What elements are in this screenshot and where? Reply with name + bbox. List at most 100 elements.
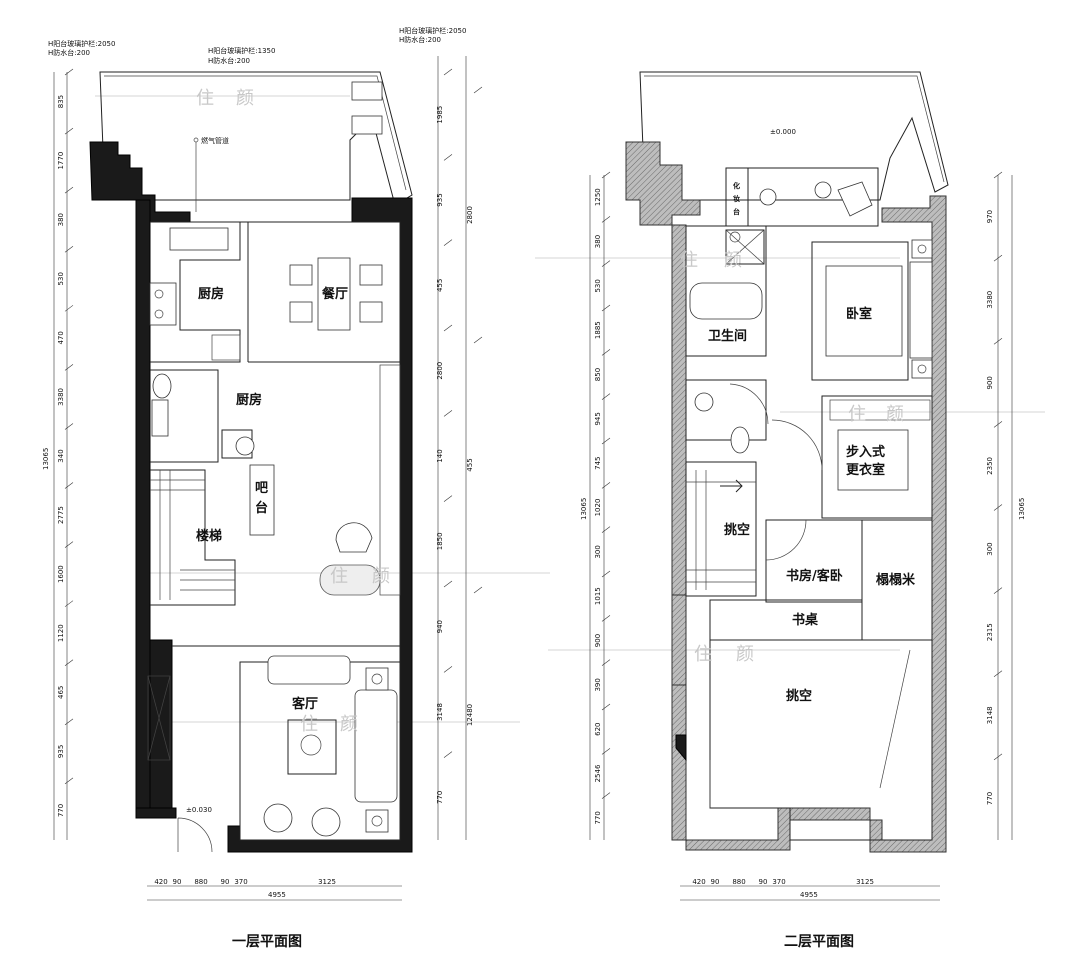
floor1-elevation-mark: ±0.030 [186,806,212,814]
floor2-walk-in-closet [821,395,933,519]
floor2-right-dim-tick-7 [993,753,1003,761]
floor2-right-dim-tick-0 [993,171,1003,179]
floor1-left-dim-5: 3380 [57,388,65,406]
floor2-left-dim-tick-8 [601,526,611,533]
watermark-char-5: 住 [300,714,318,735]
floor1-bottom-dim-0: 420 [154,878,167,886]
floor1-caption: 一层平面图 [232,934,302,950]
floor2-left-dim-tick-5 [601,393,611,400]
floor1-toilet [152,373,172,399]
floor1-bottom-dim-2: 880 [194,878,207,886]
floor1-left-dim-tick-12 [64,777,74,785]
floor2-left-dim-14: 770 [594,811,602,824]
floor2-closet-island [837,429,909,491]
floor2-right-dim-4: 300 [986,542,994,555]
floor2-right-dim-tick-4 [993,504,1003,511]
watermark-char-6: 颜 [340,714,358,735]
floor2-left-dim-0: 1250 [594,188,602,206]
floor2-right-dim-tick-3 [993,421,1003,428]
floor1-right-dim-tick-4 [443,410,453,417]
floor1-round-chair-2 [311,807,341,837]
watermark-char-2: 颜 [236,88,254,109]
floor2-left-dim-tick-1 [601,216,611,223]
floor1-right-dim-5: 1850 [436,532,444,550]
floor1-balcony-washer [351,81,383,101]
floor1-room-living: 客厅 [292,696,318,712]
floor2-room-vanity-2: 妆 [733,194,740,203]
floor1-right-outer-dim-2: 12480 [466,704,474,726]
watermark: 住 颜 住 颜 住 颜 住 颜 住 颜 住 颜 [196,88,904,735]
floor1-left-dim-tick-9 [64,600,74,607]
floor2-left-dim-tick-11 [601,659,611,666]
floor1-left-dim-7: 2775 [57,506,65,524]
floor2-bed [825,265,903,357]
floor2-column [675,734,687,762]
floor1-right-dim-2: 455 [436,279,444,292]
floor1-right-dim-tick-7 [443,666,453,673]
floor2-bottom-dim-0: 420 [692,878,705,886]
floor1-left-dim-tick-2 [64,186,74,194]
watermark-char-10: 颜 [886,404,904,425]
floor1-note-balcony-rail-left: H阳台玻璃护栏:2050 [48,39,115,48]
floor2-bottom-dim-2: 880 [732,878,745,886]
floor1-left-dim-4: 470 [57,331,65,344]
floor2-balcony-outline [639,71,949,201]
floor2-right-dim-tick-5 [993,587,1003,594]
floor1-entrance-door [177,817,213,853]
floor2-right-dim-tick-1 [993,254,1003,262]
floor1-bottom-dim-1: 90 [173,878,182,886]
floor2-right-dim-3: 2350 [986,457,994,475]
floor1-dimensions: 8351770380530470338034027751600112046593… [42,56,483,901]
floor1-left-dim-9: 1120 [57,624,65,642]
floor1-left-dim-tick-5 [64,364,74,371]
floor1-room-dining: 餐厅 [321,286,348,302]
floor1-right-dim-1: 935 [436,193,444,206]
floor1-stair-treads [150,470,235,600]
floor1-wall-cabinet [379,364,401,596]
floor1-total-bottom-dimension: 4955 [268,891,286,899]
floor2-left-dim-6: 745 [594,456,602,469]
floor2-left-dim-2: 530 [594,279,602,292]
floor1-armchair [335,522,373,553]
floor2-right-dim-5: 2315 [986,623,994,641]
floor1-left-dim-8: 1600 [57,565,65,583]
floor2-right-dim-0: 970 [986,210,994,223]
floor1-note-waterproof-left: H防水台:200 [48,48,90,57]
floor1-left-dim-tick-11 [64,718,74,726]
floor1-left-dim-11: 935 [57,745,65,758]
floor2-toilet [730,426,750,454]
floor2-left-dim-tick-9 [601,570,611,578]
floor1-room-bar-1: 吧 [255,481,268,496]
floor2-left-dim-3: 1885 [594,321,602,339]
floor2-desk [709,599,863,641]
floor2-bedroom-wardrobe [909,261,933,359]
watermark-char-7: 住 [680,250,698,271]
floor1-right-dim-tick-6 [443,580,453,588]
floor2-left-dim-4: 850 [594,368,602,381]
floor1-left-dim-tick-1 [64,127,74,135]
floor2-room-void-top: 挑空 [724,522,750,538]
floor2-right-dim-tick-2 [993,338,1003,345]
floor1-note-balcony-rail-right: H阳台玻璃护栏:2050 [399,26,466,35]
floor2-plan [625,71,949,853]
floor2-room-vanity-1: 化 [733,181,740,190]
floor2-left-dim-1: 380 [594,235,602,248]
floor1-left-dimension-labels: 8351770380530470338034027751600112046593… [57,68,74,817]
floor1-left-dim-0: 835 [57,95,65,108]
floor2-left-dim-12: 620 [594,722,602,735]
floor1-bottom-dim-3: 90 [221,878,230,886]
floor2-right-dim-7: 770 [986,792,994,805]
floor1-left-dim-tick-7 [64,482,74,489]
watermark-char-8: 颜 [724,250,742,271]
floor2-total-bottom-dimension: 4955 [800,891,818,899]
floor1-coffee-table [287,719,337,775]
floor1-note-waterproof-right: H防水台:200 [399,35,441,44]
floor1-right-dim-6: 940 [436,620,444,633]
watermark-lines [95,95,1045,723]
floor2-caption: 二层平面图 [784,934,854,950]
floor1-left-dim-3: 530 [57,272,65,285]
floor1-room-stairs: 楼梯 [196,528,222,544]
